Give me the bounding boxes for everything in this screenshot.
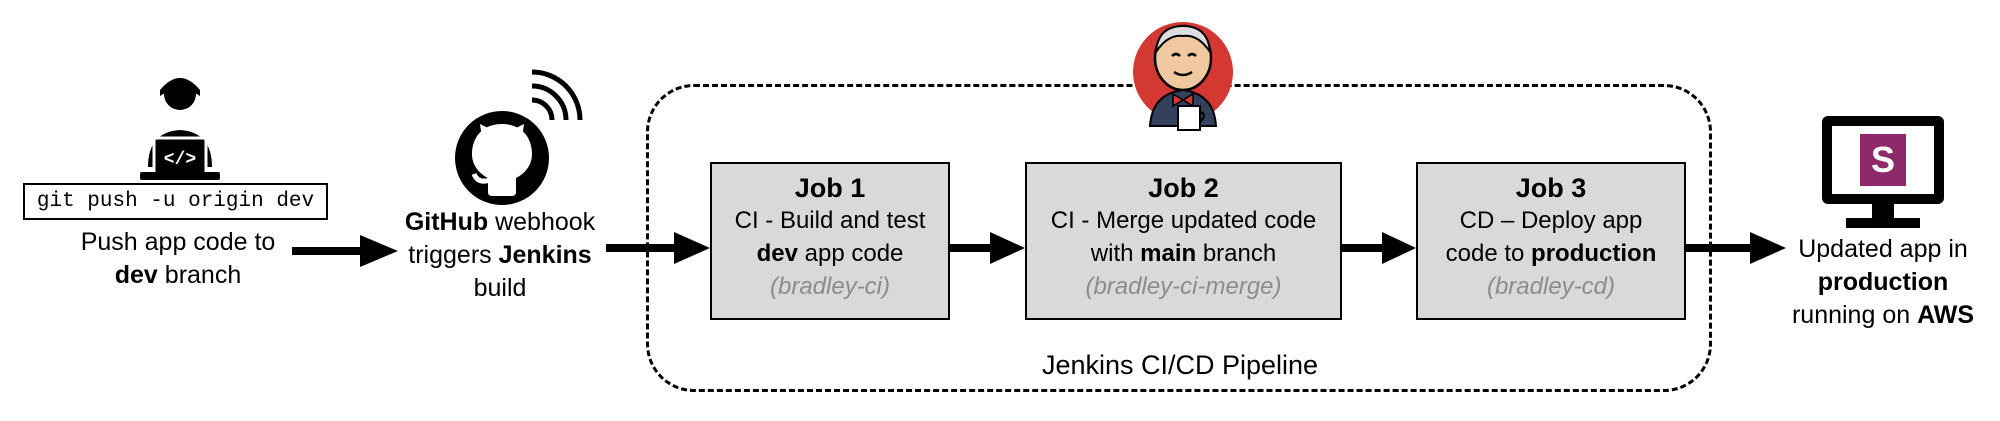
- result-caption-running: running on: [1791, 301, 1918, 329]
- result-caption-production: production: [1817, 268, 1949, 296]
- github-caption-triggers: triggers: [408, 241, 499, 269]
- pipeline-label: Jenkins CI/CD Pipeline: [1041, 350, 1319, 380]
- laptop-code-glyph: </>: [164, 150, 196, 170]
- job-3-line1: CD – Deploy app: [1459, 207, 1643, 234]
- app-logo-icon: [1860, 134, 1906, 186]
- job-1-dev: dev: [756, 240, 798, 267]
- arrow-job2-to-job3: [1342, 232, 1416, 264]
- developer-caption-line1: Push app code to: [80, 228, 276, 256]
- github-caption-jenkins: Jenkins: [498, 241, 592, 269]
- github-caption-webhook: webhook: [488, 208, 596, 236]
- github-caption: GitHub webhook triggers Jenkins build: [380, 206, 620, 305]
- wifi-signal-icon: [531, 69, 583, 121]
- arrow-job3-to-production: [1686, 232, 1786, 264]
- job-3-code-to: code to: [1445, 240, 1532, 267]
- git-command: git push -u origin dev: [36, 190, 315, 213]
- job-2-id: (bradley-ci-merge): [1085, 273, 1282, 300]
- monitor-icon: S: [1822, 116, 1944, 228]
- job-2-line1: CI - Merge updated code: [1050, 207, 1317, 234]
- job-3-id: (bradley-cd): [1486, 273, 1616, 300]
- job-2-box: Job 2 CI - Merge updated code with main …: [1025, 162, 1342, 320]
- arrow-job1-to-job2: [950, 232, 1025, 264]
- arrow-push-to-github: [292, 235, 398, 267]
- developer-caption-dev: dev: [114, 261, 158, 289]
- job-1-line2: app code: [797, 240, 904, 267]
- result-caption-line1: Updated app in: [1798, 235, 1968, 263]
- job-2-with: with: [1090, 240, 1141, 267]
- job-2-branch: branch: [1196, 240, 1277, 267]
- developer-caption-branch: branch: [157, 261, 242, 289]
- job-1-title: Job 1: [794, 173, 866, 203]
- developer-caption: Push app code to dev branch: [48, 226, 308, 292]
- result-caption-aws: AWS: [1917, 301, 1975, 329]
- arrow-github-to-job1: [606, 232, 710, 264]
- job-3-production: production: [1531, 240, 1657, 267]
- github-caption-github: GitHub: [404, 208, 489, 236]
- job-2-main: main: [1140, 240, 1197, 267]
- git-command-box: git push -u origin dev: [23, 183, 328, 220]
- app-logo-letter: S: [1871, 139, 1895, 180]
- job-1-id: (bradley-ci): [769, 273, 891, 300]
- job-1-box: Job 1 CI - Build and test dev app code (…: [710, 162, 950, 320]
- job-3-title: Job 3: [1515, 173, 1587, 203]
- jenkins-logo-icon: [1133, 22, 1233, 131]
- result-caption: Updated app in production running on AWS: [1768, 233, 1998, 332]
- github-icon: [455, 111, 549, 205]
- developer-icon: </>: [140, 78, 220, 180]
- job-2-title: Job 2: [1148, 173, 1219, 203]
- job-1-line1: CI - Build and test: [734, 207, 926, 234]
- github-caption-build: build: [473, 274, 527, 302]
- job-3-box: Job 3 CD – Deploy app code to production…: [1416, 162, 1686, 320]
